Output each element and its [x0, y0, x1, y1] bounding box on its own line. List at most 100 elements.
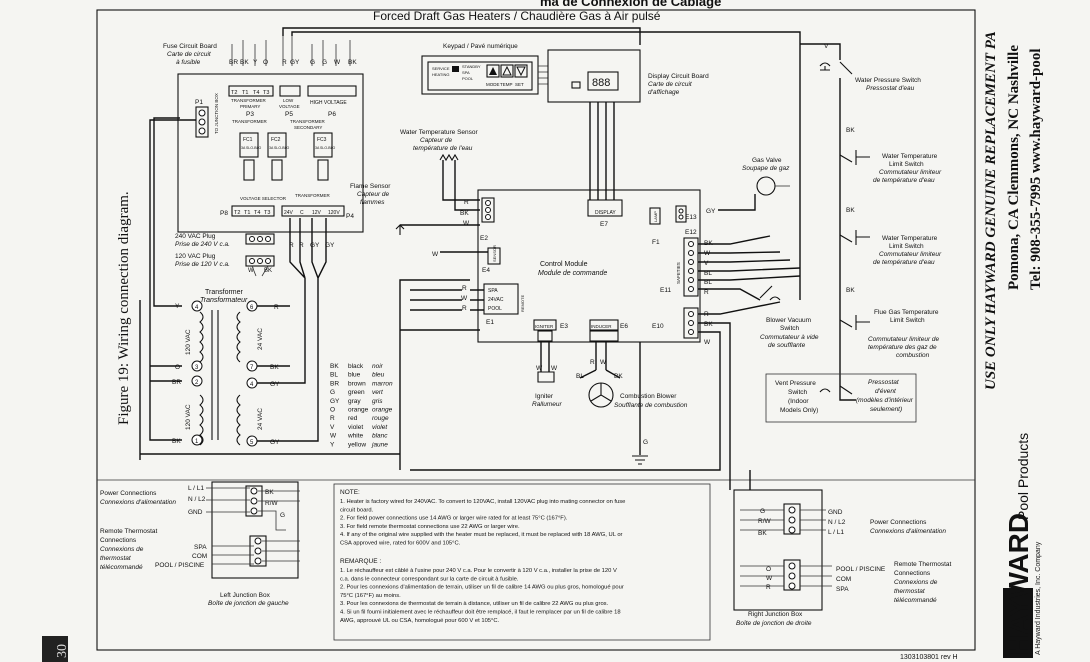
right-tstat-terminal: COM	[836, 576, 851, 583]
right-jbox-label-fr: Boîte de jonction de droite	[736, 620, 812, 627]
p5-caption: VOLTAGE	[279, 104, 300, 109]
left-junction-box: L / L1 N / L2 GND BK R/W G SPA COM POOL …	[155, 481, 300, 607]
limit-label: Limit Switch	[890, 317, 925, 324]
e1-pin: SPA	[488, 288, 498, 294]
note-line-fr: c.a. dans le connecteur correspondant su…	[340, 576, 519, 582]
connector-p3: P3	[246, 111, 254, 118]
note-line: 4. If any of the original wire supplied …	[340, 532, 623, 538]
control-module-label: Control Module	[540, 261, 588, 268]
legend-code: Y	[330, 441, 335, 448]
wire-tag: W	[334, 59, 341, 66]
limit-label: Limit Switch	[889, 161, 924, 168]
wire-tag: R	[274, 304, 279, 311]
wire-tag: BK	[846, 207, 855, 214]
wire-tag: G	[760, 508, 765, 515]
water-temp-sensor-label: Water Temperature Sensor	[400, 129, 479, 136]
keypad-button-label: SET	[515, 82, 524, 87]
wire-tag: G	[280, 512, 285, 519]
wire-tag: BK	[265, 489, 274, 496]
plug-120vac: 120 VAC Plug Prise de 120 V c.a. W BK	[175, 253, 275, 277]
wire-tag: BK	[758, 530, 767, 537]
wire-tag: GY	[325, 242, 335, 249]
limit-label: Limit Switch	[889, 243, 924, 250]
keypad-mode-button[interactable]	[486, 64, 500, 78]
right-junction-box: G R/W BK GND N / L2 L / L1 O W R POOL / …	[733, 489, 886, 627]
limit-label-fr: Commutateur limiteur de	[868, 336, 940, 343]
wire-tag: BK	[270, 364, 279, 371]
wire-tag: Y	[253, 59, 258, 66]
limit-label-fr: combustion	[896, 352, 930, 359]
legend-english: red	[348, 415, 358, 422]
right-tstat-label-fr: télécommandé	[894, 597, 937, 604]
connector-p6: P6	[328, 111, 336, 118]
connector-e2: E2	[480, 235, 488, 242]
wire-tag: W	[766, 575, 773, 582]
wire-tag: BR	[229, 59, 238, 66]
wire-tag: W	[463, 220, 470, 227]
e6-caption: INDUCER	[591, 324, 612, 329]
keypad-up-button[interactable]	[500, 64, 514, 78]
e1-caption: REMOTE	[520, 295, 525, 312]
wire-tag: GY	[270, 439, 280, 446]
pin-label: T1	[244, 210, 250, 216]
legend-code: BK	[330, 363, 339, 370]
pin-label: T3	[264, 210, 270, 216]
p5-caption: LOW	[283, 98, 294, 103]
transformer-pin: 3	[195, 365, 199, 371]
wire-tag: R	[462, 285, 467, 292]
legend-french: jaune	[371, 441, 388, 448]
transformer-pin: 1	[195, 439, 199, 445]
wire-tag: W	[600, 359, 607, 366]
fuse-board-label-fr: Carte de circuit	[167, 51, 212, 58]
left-tstat-label-fr: thermostat	[100, 555, 132, 562]
wire-tag: W	[551, 365, 558, 372]
fuse-holder	[243, 159, 255, 181]
p3-caption: TRANSFORMER	[231, 98, 267, 103]
ts-fuse-caption: TRANSFORMER	[290, 119, 326, 124]
left-tstat-terminal: POOL / PISCINE	[155, 562, 205, 569]
mode-arrow-icon	[489, 67, 497, 75]
p8-caption: VOLTAGE SELECTOR	[240, 196, 287, 201]
wire-tag: W	[432, 251, 439, 258]
limit-label-fr: de température d'eau	[873, 177, 935, 184]
flame-sensor-label-fr-2: flammes	[360, 199, 385, 206]
note-line: circuit board.	[340, 507, 374, 513]
wire-tag: R	[282, 59, 287, 66]
water-temp-sensor-label-fr-2: température de l'eau	[413, 145, 473, 152]
wire-tag: GY	[290, 59, 300, 66]
connector-e11: E11	[660, 287, 671, 294]
legend-french: bleu	[372, 372, 385, 379]
legend-french: violet	[372, 424, 388, 431]
page-number-tab	[42, 636, 68, 662]
wire-tag: BK	[172, 438, 181, 445]
keypad-label: Keypad / Pavé numérique	[443, 43, 518, 50]
right-power-label: Power Connections	[870, 519, 927, 526]
wire-tag: W	[704, 339, 711, 346]
connector-e4: E4	[482, 267, 490, 274]
fuse-board-label: Fuse Circuit Board	[163, 43, 217, 50]
vent-label: Switch	[788, 389, 808, 396]
keypad-down-button[interactable]	[514, 64, 528, 78]
pin-label: T4	[254, 210, 260, 216]
legend-english: blue	[348, 372, 361, 379]
legend-french: marron	[372, 380, 393, 387]
pin-label: T1	[242, 90, 248, 96]
page-number: 30	[55, 644, 70, 658]
water-pressure-switch: Water Pressure Switch Pressostat d'eau	[819, 61, 921, 92]
brand-tagline: A Hayward Industries, Inc. Company	[1035, 541, 1042, 655]
display-board-label-fr: Carte de circuit	[648, 81, 693, 88]
left-power-label-fr: Connexions d'alimentation	[100, 499, 176, 506]
water-temp-sensor-label-fr: Capteur de	[420, 137, 453, 144]
keypad-mode: SPA	[462, 70, 470, 75]
legend-code: BL	[330, 372, 338, 379]
left-power-label: Power Connections	[100, 490, 157, 497]
left-tstat-label-fr: télécommandé	[100, 564, 143, 571]
keypad: Keypad / Pavé numérique SERVICE HEATING …	[421, 43, 539, 95]
wire-tag: V	[824, 43, 829, 50]
vent-label-fr: (modèles d'intérieur	[856, 397, 914, 404]
limit-label-fr: Commutateur limiteur	[879, 251, 942, 258]
legend-english: green	[348, 389, 365, 396]
